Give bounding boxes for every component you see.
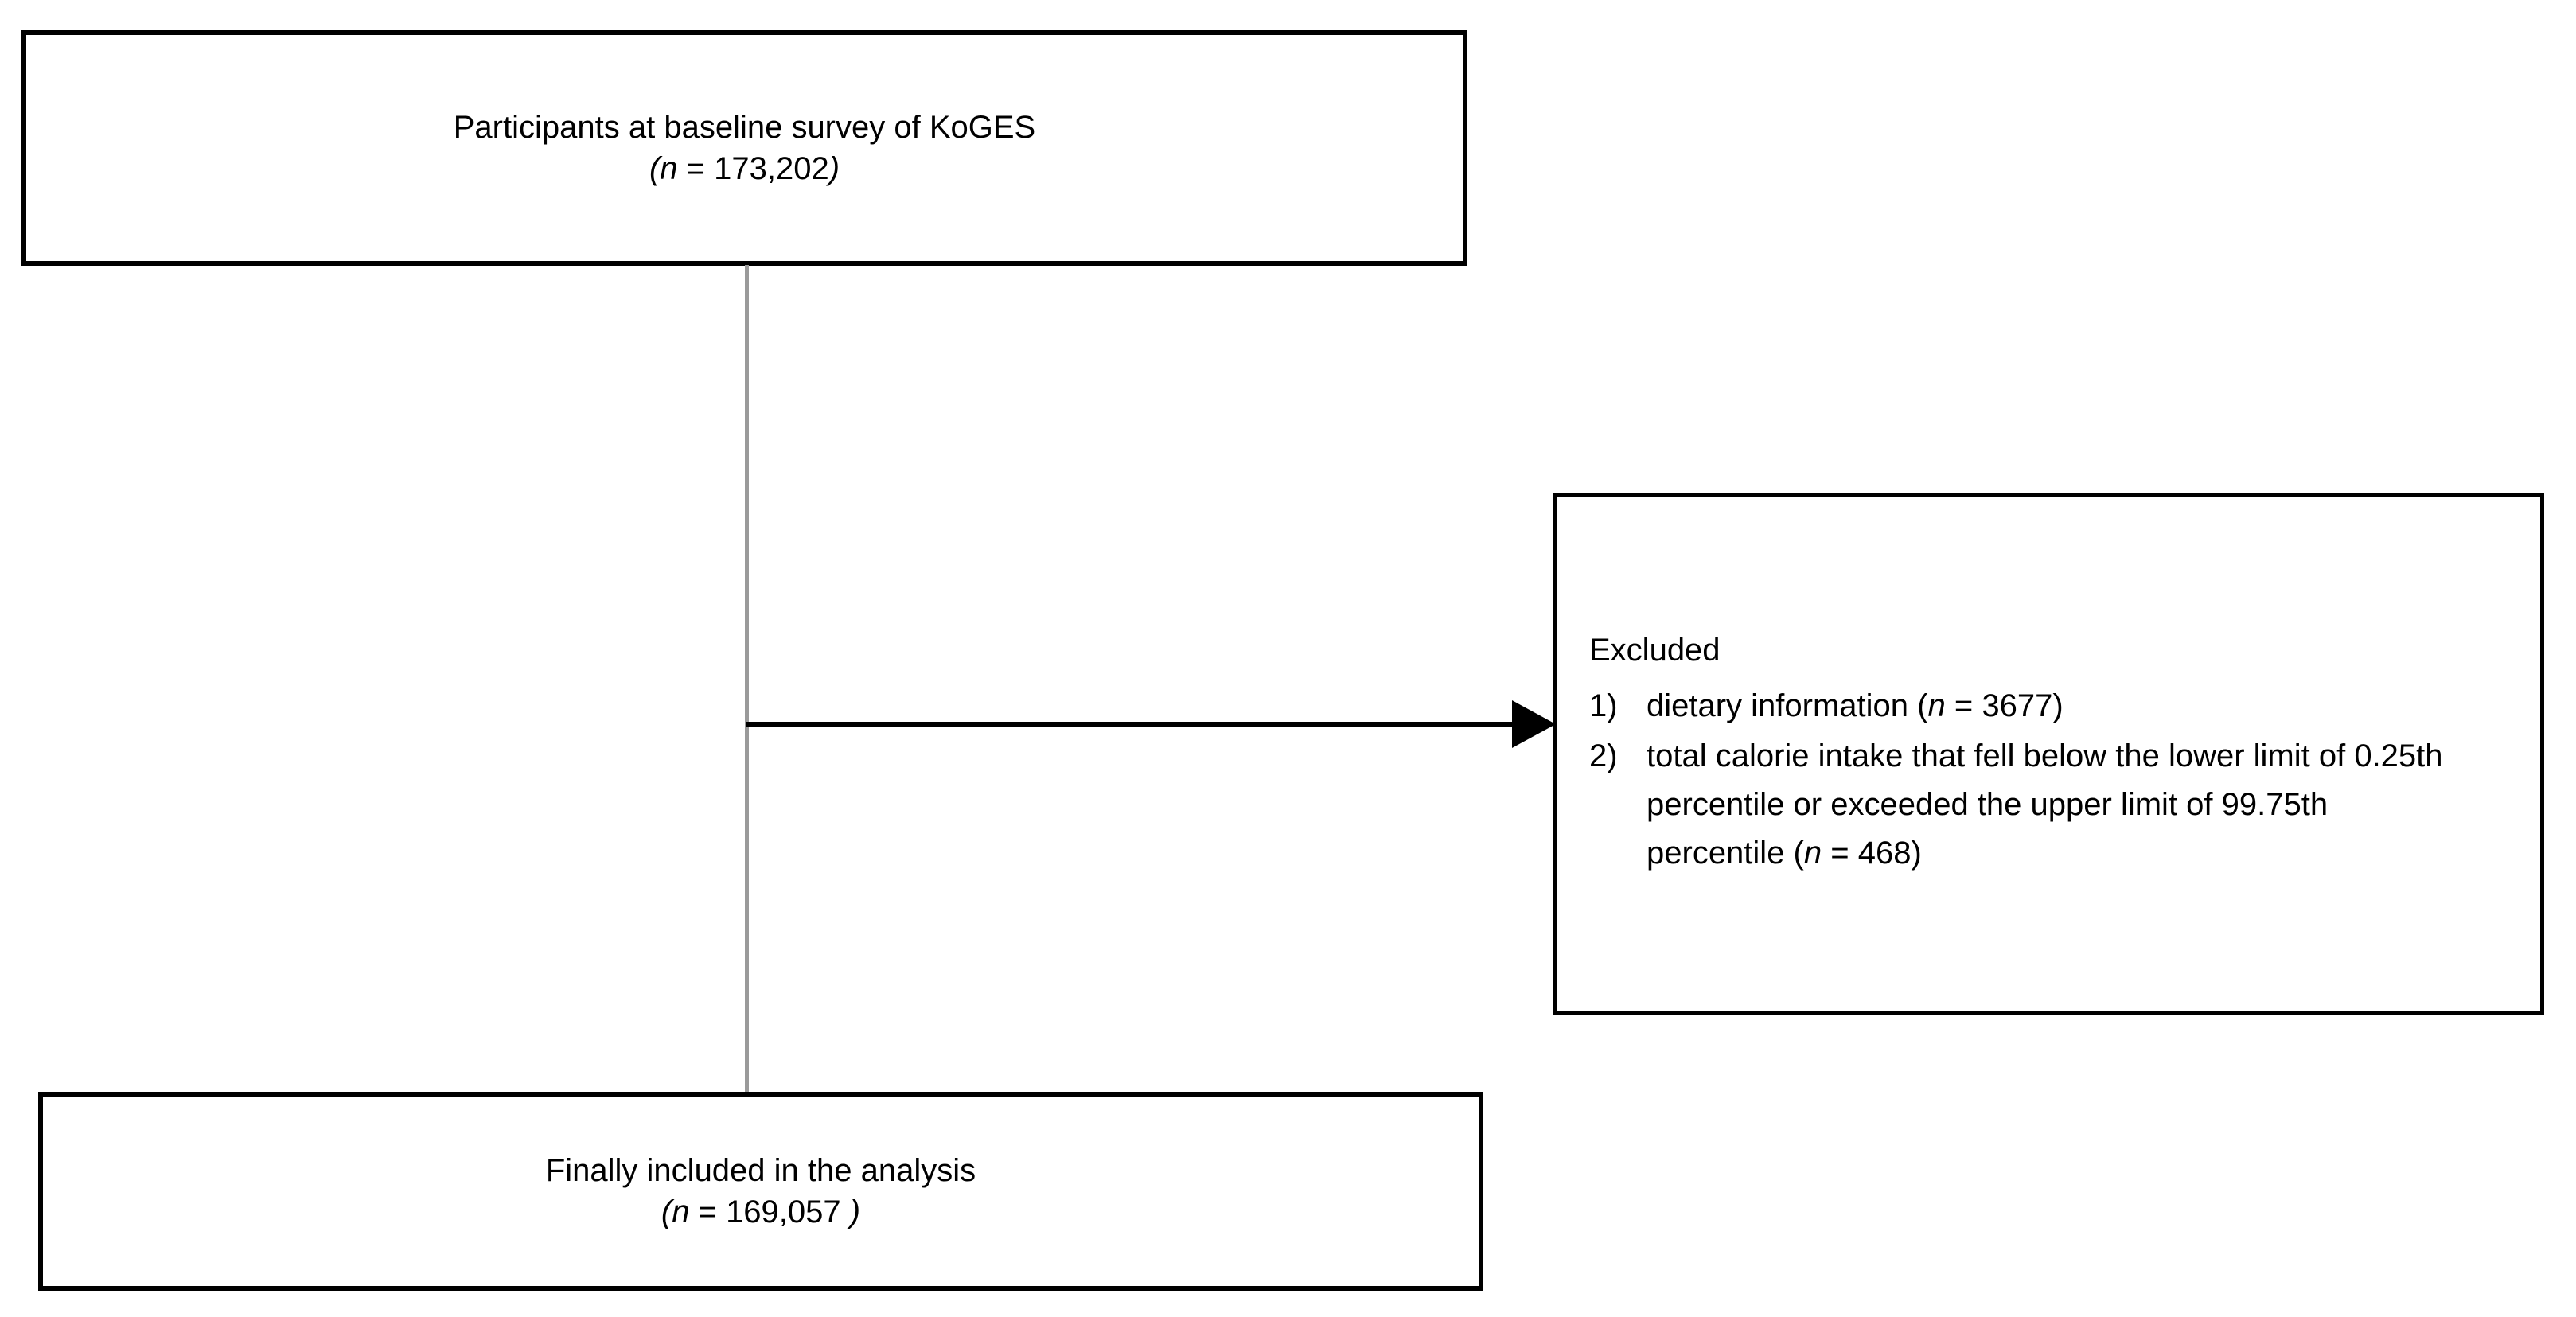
excluded-item-2-text-before: total calorie intake that fell below the… [1647, 738, 2443, 871]
list-item: 1) dietary information (n = 3677) [1589, 682, 2540, 731]
node-excluded: Excluded 1) dietary information (n = 367… [1553, 493, 2544, 1015]
baseline-count-n-symbol: n [660, 151, 678, 186]
excluded-item-1-n-symbol: n [1927, 688, 1946, 724]
included-count-open-paren: ( [661, 1194, 672, 1229]
excluded-item-2-text-after: ) [1911, 835, 1922, 871]
included-label: Finally included in the analysis [545, 1153, 976, 1188]
baseline-count-open-paren: ( [649, 151, 661, 186]
excluded-item-1-count-value: 3677 [1982, 688, 2053, 724]
baseline-count: (n = 173,202) [649, 148, 840, 189]
baseline-label: Participants at baseline survey of KoGES [453, 110, 1036, 145]
excluded-item-marker: 1) [1589, 688, 1618, 724]
connector-vertical-baseline-to-included [745, 265, 749, 1093]
excluded-item-1-equals: = [1945, 688, 1982, 724]
included-count-value: 169,057 [726, 1194, 841, 1229]
included-count-n-symbol: n [672, 1194, 690, 1229]
baseline-count-close-paren: ) [828, 151, 840, 186]
included-count-close-paren: ) [840, 1194, 861, 1229]
excluded-item-2-n-symbol: n [1803, 835, 1822, 871]
excluded-reason-list: 1) dietary information (n = 3677) 2) tot… [1589, 682, 2540, 879]
node-baseline-participants: Participants at baseline survey of KoGES… [21, 30, 1467, 266]
excluded-item-1-text-before: dietary information ( [1647, 688, 1928, 724]
list-item: 2) total calorie intake that fell below … [1589, 732, 2540, 877]
connector-horizontal-to-excluded [746, 722, 1520, 727]
excluded-item-1-text-after: ) [2052, 688, 2064, 724]
excluded-item-text: dietary information (n = 3677) [1647, 682, 2474, 731]
included-count: (n = 169,057 ) [661, 1191, 860, 1233]
node-finally-included: Finally included in the analysis (n = 16… [38, 1092, 1483, 1291]
arrowhead-icon [1512, 700, 1556, 748]
excluded-item-marker: 2) [1589, 738, 1618, 774]
excluded-heading: Excluded [1589, 633, 1721, 668]
included-count-equals: = [689, 1194, 727, 1229]
baseline-count-equals: = [677, 151, 715, 186]
excluded-item-text: total calorie intake that fell below the… [1647, 732, 2474, 877]
baseline-count-value: 173,202 [714, 151, 829, 186]
excluded-item-2-count-value: 468 [1857, 835, 1912, 871]
excluded-item-2-equals: = [1822, 835, 1858, 871]
